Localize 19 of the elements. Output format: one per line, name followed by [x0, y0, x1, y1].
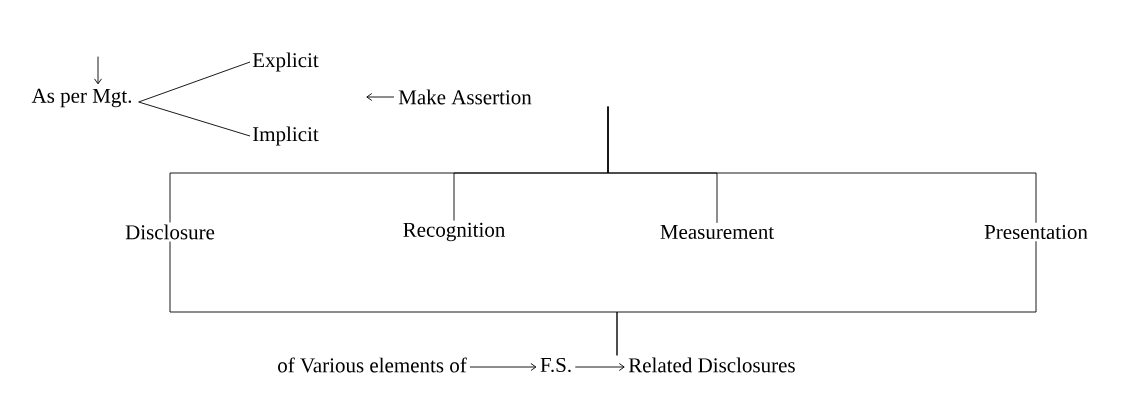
arrow — [469, 363, 537, 371]
node-label: F.S. — [540, 357, 571, 373]
bracket-line — [607, 106, 1037, 224]
node-label: of Various elements of — [278, 357, 467, 373]
node-label: Implicit — [252, 126, 319, 146]
node-label: Make Assertion — [398, 89, 532, 105]
arrow — [94, 56, 102, 85]
node-label: Related Disclosures — [628, 357, 795, 373]
branch-line — [138, 61, 251, 103]
node-label: As per Mgt. — [31, 88, 132, 108]
node-label: Recognition — [403, 222, 506, 242]
arrow — [366, 93, 395, 101]
arrow — [574, 363, 625, 371]
bracket-line — [616, 240, 1037, 356]
node-label: Disclosure — [125, 224, 215, 240]
node-label: Explicit — [252, 52, 319, 72]
node-label: Presentation — [984, 224, 1088, 240]
branch-line — [138, 101, 251, 137]
node-label: Measurement — [660, 225, 775, 239]
